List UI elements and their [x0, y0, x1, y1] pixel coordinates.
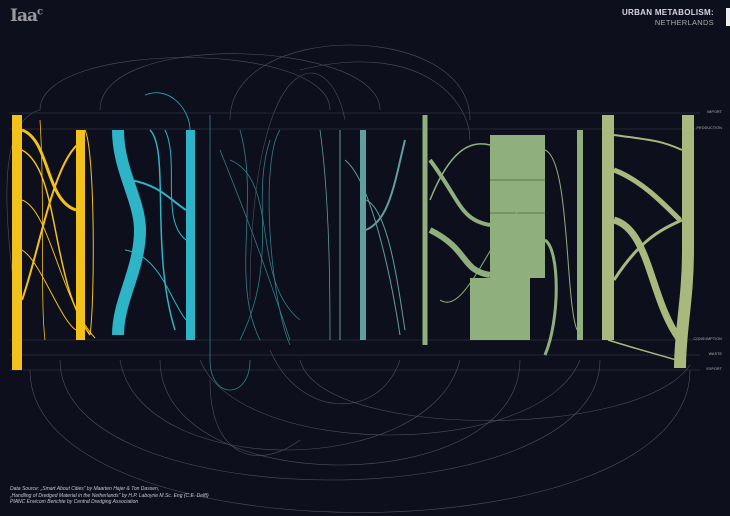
source-line-2: „Handling of Dredged Material in the Net…: [10, 492, 209, 499]
column-yellow: [12, 115, 96, 370]
logo-sup: c: [36, 6, 43, 18]
source-line-3: PIANC Envicom Berichte by Central Dredgi…: [10, 499, 139, 506]
logo-text: Iaa: [10, 6, 38, 26]
column-teal: [209, 115, 301, 391]
row-label-production: PRODUCTION: [696, 126, 722, 130]
row-label-consumption: CONSUMPTION: [693, 337, 722, 341]
iaac-logo: Iaac: [10, 6, 43, 26]
source-line-1: Data Source: „Smart About Cities” by Maa…: [10, 486, 160, 492]
column-cyan: [112, 92, 195, 340]
row-label-waste: WASTE: [708, 352, 722, 356]
column-slate: [319, 129, 406, 341]
background-arcs: [6, 44, 691, 513]
title-sub: NETHERLANDS: [654, 18, 714, 27]
title-accent-bar: [726, 8, 730, 26]
row-label-import: IMPORT: [707, 110, 722, 114]
title-block: URBAN METABOLISM: NETHERLANDS: [622, 8, 714, 27]
row-label-export: EXPORT: [706, 367, 722, 371]
column-green: [422, 114, 583, 356]
title-main: URBAN METABOLISM:: [621, 8, 714, 17]
row-lines: [10, 112, 700, 371]
data-source-note: Data Source: „Smart About Cities” by Maa…: [10, 486, 209, 506]
column-olive: [602, 115, 694, 369]
